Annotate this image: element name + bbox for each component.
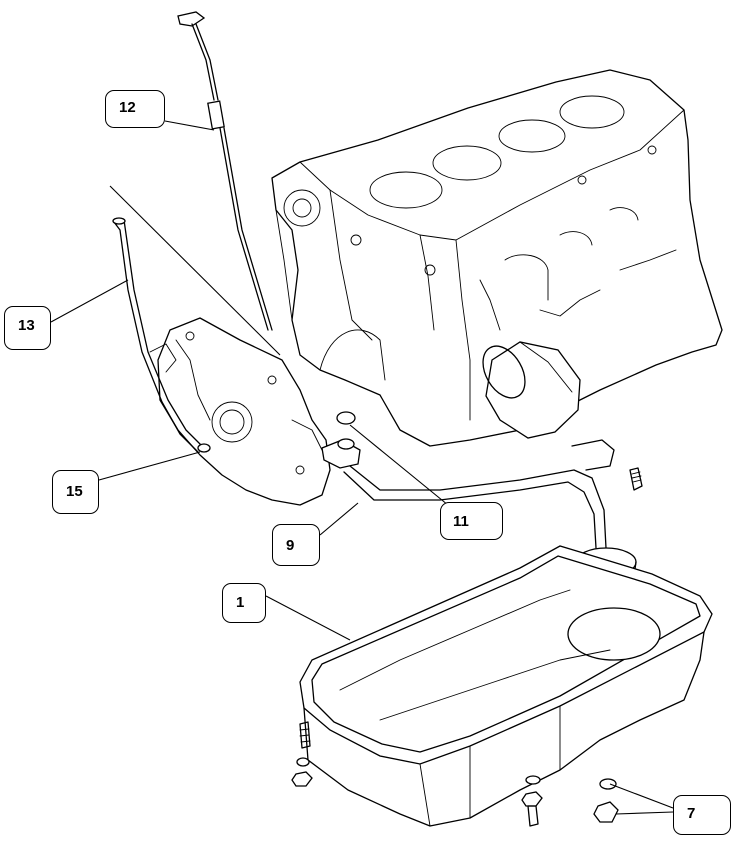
- callout-12: 12: [105, 90, 165, 128]
- callout-15: 15: [52, 470, 99, 514]
- o-ring-15: [197, 443, 211, 453]
- bracket-bolt: [629, 467, 643, 491]
- callout-13: 13: [4, 306, 51, 350]
- leader-lines: [50, 120, 674, 815]
- callout-1: 1: [222, 583, 266, 623]
- dipstick-guide-tube: [112, 217, 203, 453]
- callout-11: 11: [440, 502, 503, 540]
- callout-9: 9: [272, 524, 320, 566]
- oil-pan: [299, 545, 713, 827]
- engine-block: [271, 69, 723, 447]
- oil-filter: [482, 341, 581, 439]
- timing-cover: [157, 317, 331, 506]
- callout-7: 7: [673, 795, 731, 835]
- o-ring-11: [336, 411, 356, 425]
- pan-fasteners: [291, 721, 619, 827]
- dipstick: [177, 11, 273, 331]
